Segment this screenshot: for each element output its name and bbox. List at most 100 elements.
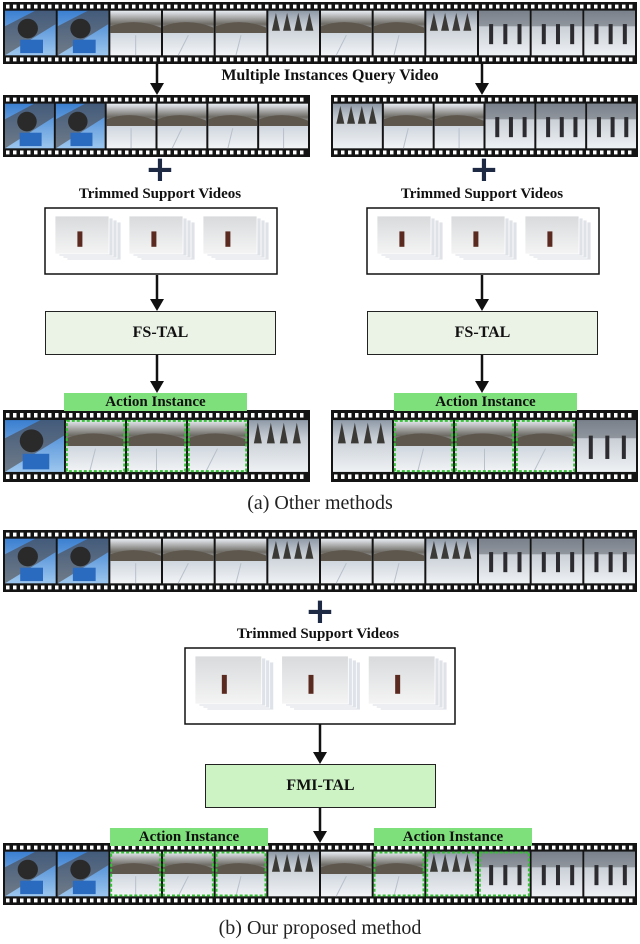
- sprocket-hole: [216, 57, 220, 62]
- sprocket-hole: [55, 845, 59, 850]
- sprocket-hole: [132, 474, 136, 479]
- sprocket-hole: [461, 898, 465, 903]
- sprocket-hole: [495, 150, 499, 155]
- sprocket-hole: [579, 474, 583, 479]
- sprocket-hole: [69, 474, 73, 479]
- sprocket-hole: [405, 532, 409, 537]
- sprocket-hole: [440, 898, 444, 903]
- sprocket-hole: [468, 585, 472, 590]
- sprocket-hole: [355, 413, 359, 418]
- sprocket-hole: [391, 898, 395, 903]
- sprocket-hole: [369, 413, 373, 418]
- sprocket-hole: [440, 532, 444, 537]
- sprocket-hole: [6, 413, 10, 418]
- sprocket-hole: [594, 585, 598, 590]
- frame-detail: [235, 35, 242, 56]
- sprocket-hole: [369, 150, 373, 155]
- sprocket-hole: [174, 413, 178, 418]
- sprocket-hole: [356, 898, 360, 903]
- sprocket-hole: [419, 845, 423, 850]
- sprocket-hole: [418, 474, 422, 479]
- sprocket-hole: [209, 4, 213, 9]
- sprocket-hole: [223, 97, 227, 102]
- sprocket-hole: [475, 57, 479, 62]
- sprocket-hole: [545, 898, 549, 903]
- sprocket-hole: [356, 532, 360, 537]
- sprocket-hole: [468, 898, 472, 903]
- sprocket-hole: [104, 532, 108, 537]
- sprocket-hole: [76, 57, 80, 62]
- sprocket-hole: [628, 97, 632, 102]
- sprocket-hole: [139, 150, 143, 155]
- sprocket-hole: [13, 413, 17, 418]
- arrow-head: [475, 381, 489, 393]
- sprocket-hole: [216, 97, 220, 102]
- sprocket-hole: [552, 532, 556, 537]
- sprocket-hole: [76, 845, 80, 850]
- sprocket-hole: [460, 97, 464, 102]
- sprocket-hole: [90, 898, 94, 903]
- sprocket-hole: [503, 585, 507, 590]
- sprocket-hole: [188, 97, 192, 102]
- sprocket-hole: [83, 585, 87, 590]
- sprocket-hole: [202, 898, 206, 903]
- frame-detail: [335, 35, 347, 56]
- sprocket-hole: [20, 57, 24, 62]
- sprocket-hole: [412, 585, 416, 590]
- sprocket-hole: [342, 898, 346, 903]
- sprocket-hole: [342, 845, 346, 850]
- sprocket-hole: [446, 150, 450, 155]
- sprocket-hole: [523, 97, 527, 102]
- sprocket-hole: [34, 532, 38, 537]
- sprocket-hole: [265, 585, 269, 590]
- sprocket-hole: [446, 97, 450, 102]
- sprocket-hole: [223, 898, 227, 903]
- frame-detail: [531, 10, 583, 27]
- sprocket-hole: [13, 474, 17, 479]
- sprocket-hole: [97, 97, 101, 102]
- frame-detail: [441, 540, 450, 559]
- sprocket-hole: [300, 150, 304, 155]
- sprocket-hole: [237, 474, 241, 479]
- sprocket-hole: [83, 150, 87, 155]
- sprocket-hole: [181, 898, 185, 903]
- support-skier: [151, 231, 157, 247]
- sprocket-hole: [594, 898, 598, 903]
- support-clip: [194, 655, 263, 705]
- sprocket-hole: [580, 585, 584, 590]
- sprocket-hole: [41, 898, 45, 903]
- sprocket-hole: [404, 413, 408, 418]
- sprocket-hole: [223, 585, 227, 590]
- action-frame-outline: [110, 851, 162, 897]
- sprocket-hole: [181, 474, 185, 479]
- sprocket-hole: [383, 97, 387, 102]
- sprocket-hole: [573, 845, 577, 850]
- sprocket-hole: [629, 898, 633, 903]
- support-label-right: Trimmed Support Videos: [400, 186, 564, 202]
- sprocket-hole: [622, 4, 626, 9]
- support-videos-right: [366, 207, 600, 275]
- sprocket-hole: [580, 898, 584, 903]
- sprocket-hole: [104, 898, 108, 903]
- sprocket-hole: [566, 532, 570, 537]
- sprocket-hole: [111, 4, 115, 9]
- frame-detail: [163, 550, 214, 561]
- sprocket-hole: [230, 413, 234, 418]
- sprocket-hole: [6, 845, 10, 850]
- sprocket-hole: [370, 898, 374, 903]
- sprocket-hole: [244, 898, 248, 903]
- sprocket-hole: [41, 413, 45, 418]
- sprocket-hole: [293, 4, 297, 9]
- sprocket-hole: [334, 150, 338, 155]
- sprocket-hole: [496, 532, 500, 537]
- sprocket-hole: [377, 845, 381, 850]
- sprocket-hole: [496, 585, 500, 590]
- sprocket-hole: [516, 413, 520, 418]
- sprocket-hole: [587, 898, 591, 903]
- frame-detail: [292, 422, 301, 444]
- action-instance-label-a-right: Action Instance: [394, 393, 577, 411]
- frame-detail: [541, 865, 546, 886]
- frame-detail: [573, 117, 578, 138]
- sprocket-hole: [237, 585, 241, 590]
- sprocket-hole: [551, 150, 555, 155]
